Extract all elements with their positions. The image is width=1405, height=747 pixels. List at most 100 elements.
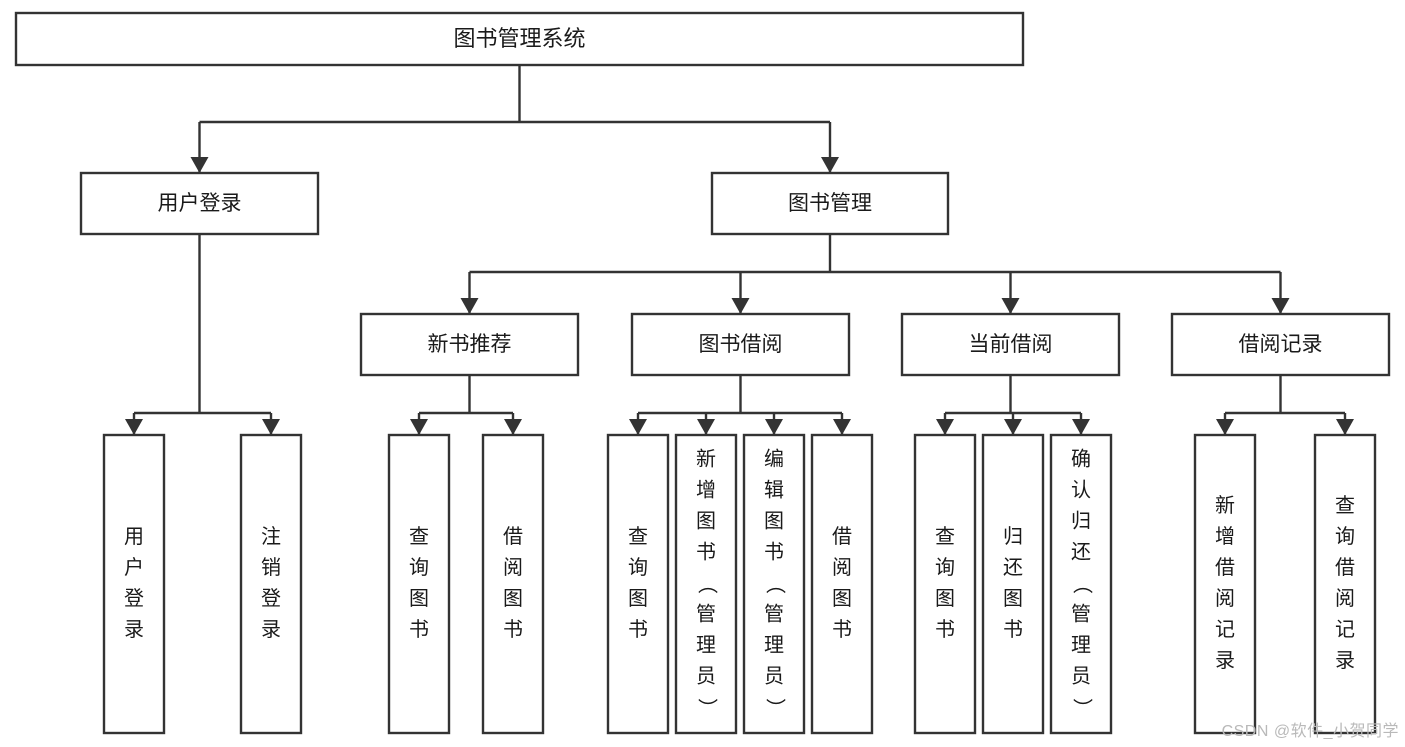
arrow-head-icon	[1001, 298, 1020, 314]
node-label-char: 记	[1215, 618, 1235, 641]
arrow-head-icon	[460, 298, 479, 314]
node-login[interactable]: 用户登录	[79, 171, 320, 236]
arrow-head-icon	[697, 419, 715, 435]
node-label-char: 认	[1071, 478, 1091, 501]
node-bookmgmt[interactable]: 图书管理	[710, 171, 950, 236]
node-label-char: 查	[409, 525, 429, 548]
arrow-head-icon	[1072, 419, 1090, 435]
node-label-char: 还	[1071, 540, 1091, 563]
arrow-head-icon	[125, 419, 143, 435]
connector-layer	[125, 65, 1354, 435]
node-label-char: 询	[628, 556, 648, 579]
node-label-char: 增	[1215, 525, 1235, 548]
node-label-char: 书	[1003, 618, 1023, 641]
node-label-char: 员	[1071, 665, 1091, 687]
watermark-label: CSDN @软件_小贺同学	[1221, 723, 1399, 740]
node-borrow[interactable]: 图书借阅	[630, 312, 851, 377]
node-label-char: 理	[1071, 634, 1091, 656]
arrow-head-icon	[821, 157, 839, 173]
node-label-char: 注	[261, 525, 281, 548]
node-label: 图书借阅	[699, 333, 783, 356]
node-label-char: 借	[503, 525, 523, 548]
node-box	[710, 171, 950, 236]
arrow-head-icon	[190, 157, 209, 173]
node-box	[79, 171, 320, 236]
node-box	[102, 433, 166, 735]
node-label-char: 阅	[503, 556, 523, 579]
node-label-char: 书	[409, 618, 429, 641]
node-box	[1193, 433, 1257, 735]
node-label-char: 录	[261, 619, 281, 641]
node-root[interactable]: 图书管理系统	[14, 11, 1025, 67]
node-box	[900, 312, 1121, 377]
node-box	[630, 312, 851, 377]
node-label-char: 书	[764, 540, 784, 563]
node-label-char: 录	[1335, 650, 1355, 672]
node-label: 借阅记录	[1239, 333, 1323, 356]
node-leaf-1[interactable]: 用户登录	[102, 433, 166, 735]
node-label-char: 归	[1071, 509, 1091, 532]
arrow-head-icon	[1336, 419, 1354, 435]
node-label-char: 归	[1003, 525, 1023, 548]
node-box	[1170, 312, 1391, 377]
node-newbook[interactable]: 新书推荐	[359, 312, 580, 377]
node-label-char: 还	[1003, 556, 1023, 579]
node-label-char: 管	[1071, 602, 1091, 625]
node-record[interactable]: 借阅记录	[1170, 312, 1391, 377]
node-label-char: ）	[1071, 698, 1094, 718]
node-label-char: 询	[1335, 525, 1355, 548]
node-label-char: 录	[1215, 650, 1235, 672]
node-label-char: 录	[124, 619, 144, 641]
node-label-char: 销	[261, 556, 281, 579]
node-label: 新书推荐	[428, 333, 512, 356]
node-label-char: 新	[1215, 494, 1235, 517]
node-label-char: 辑	[764, 478, 784, 501]
node-label-char: 图	[832, 588, 852, 610]
node-label: 用户登录	[158, 192, 242, 215]
node-label-char: 图	[628, 588, 648, 610]
node-label-char: 借	[832, 525, 852, 548]
arrow-head-icon	[410, 419, 428, 435]
node-label-char: 图	[935, 588, 955, 610]
node-label-char: 管	[696, 602, 716, 625]
node-label-char: 阅	[1335, 587, 1355, 610]
arrow-head-icon	[765, 419, 783, 435]
node-layer: 图书管理系统用户登录图书管理新书推荐图书借阅当前借阅借阅记录用户登录注销登录查询…	[14, 11, 1391, 735]
node-label: 当前借阅	[969, 333, 1053, 356]
node-box	[481, 433, 545, 735]
node-label-char: 图	[696, 510, 716, 532]
node-box	[810, 433, 874, 735]
arrow-head-icon	[1271, 298, 1290, 314]
node-label: 图书管理	[788, 192, 872, 215]
node-label-char: 查	[1335, 494, 1355, 517]
node-label-char: 阅	[832, 556, 852, 579]
node-label-char: 理	[696, 634, 716, 656]
node-label-char: ）	[696, 698, 719, 718]
node-current[interactable]: 当前借阅	[900, 312, 1121, 377]
node-label-char: 用	[124, 526, 144, 548]
node-label-char: 管	[764, 602, 784, 625]
node-label-char: 增	[696, 478, 716, 501]
node-label-char: （	[1071, 574, 1094, 594]
arrow-head-icon	[629, 419, 647, 435]
node-box	[1313, 433, 1377, 735]
node-label-char: （	[764, 574, 787, 594]
node-box	[1049, 433, 1113, 735]
node-box	[981, 433, 1045, 735]
node-label-char: 查	[628, 525, 648, 548]
arrow-head-icon	[262, 419, 280, 435]
node-label-char: 询	[409, 556, 429, 579]
